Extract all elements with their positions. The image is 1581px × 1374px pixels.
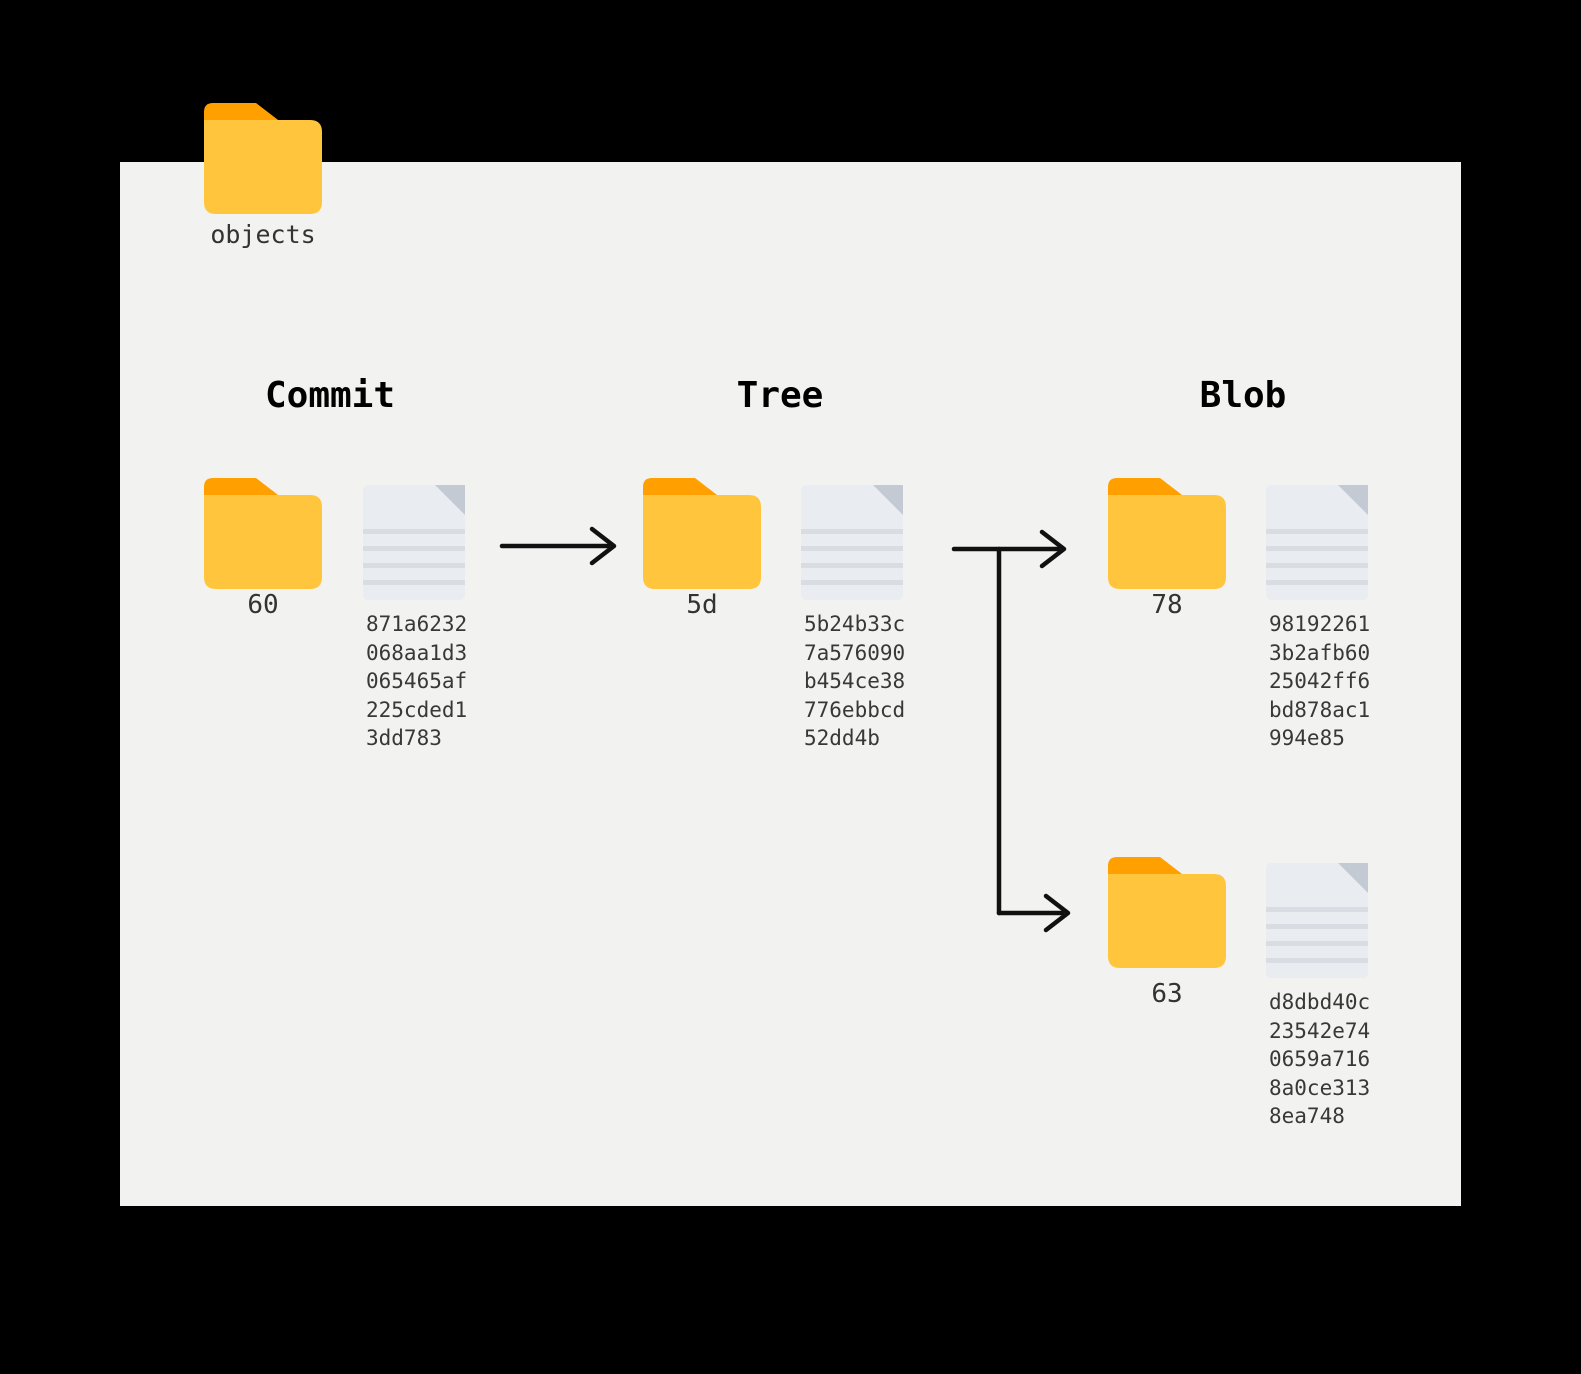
blob1-hash: 98192261 3b2afb60 25042ff6 bd878ac1 994e… xyxy=(1269,610,1370,753)
folder-body xyxy=(204,120,322,214)
doc-body xyxy=(801,485,903,600)
doc-line xyxy=(363,546,465,551)
blob1-document-icon xyxy=(1266,485,1368,600)
diagram-panel xyxy=(120,162,1461,1206)
hash-line: 7a576090 xyxy=(804,640,906,665)
hash-line: 0659a716 xyxy=(1269,1047,1371,1071)
doc-line xyxy=(1266,546,1368,551)
hash-line: 871a6232 xyxy=(366,612,468,636)
blob1-folder-label: 78 xyxy=(1151,590,1183,620)
doc-line xyxy=(363,580,465,585)
hash-line: d8dbd40c xyxy=(1269,990,1371,1014)
hash-line: b454ce38 xyxy=(804,669,906,693)
doc-line xyxy=(801,580,903,585)
hash-line: 065465af xyxy=(366,669,468,693)
hash-line: 8a0ce313 xyxy=(1269,1075,1371,1100)
hash-line: 98192261 xyxy=(1269,612,1371,636)
blob2-hash: d8dbd40c 23542e74 0659a716 8a0ce313 8ea7… xyxy=(1269,988,1370,1131)
folder-body xyxy=(1108,495,1226,589)
folder-tab xyxy=(643,478,721,498)
doc-line xyxy=(363,563,465,568)
doc-line xyxy=(801,529,903,534)
hash-line: 3dd783 xyxy=(366,726,442,750)
objects-folder-icon xyxy=(204,103,322,214)
commit-folder-icon xyxy=(204,478,322,589)
tree-hash: 5b24b33c 7a576090 b454ce38 776ebbcd 52dd… xyxy=(804,610,905,753)
commit-folder-label: 60 xyxy=(247,590,279,620)
hash-line: 23542e74 xyxy=(1269,1018,1371,1043)
doc-line xyxy=(1266,529,1368,534)
hash-line: 25042ff6 xyxy=(1269,669,1371,693)
folder-tab xyxy=(204,103,282,123)
folder-body xyxy=(204,495,322,589)
blob1-folder-icon xyxy=(1108,478,1226,589)
doc-line xyxy=(1266,580,1368,585)
column-title-tree: Tree xyxy=(736,375,824,416)
doc-fold-corner xyxy=(873,485,903,515)
folder-tab xyxy=(204,478,282,498)
doc-line xyxy=(1266,907,1368,912)
doc-line xyxy=(1266,563,1368,568)
doc-line xyxy=(801,546,903,551)
blob2-folder-label: 63 xyxy=(1151,979,1183,1009)
doc-line xyxy=(363,529,465,534)
commit-document-icon xyxy=(363,485,465,600)
blob2-folder-icon xyxy=(1108,857,1226,968)
hash-line: 52dd4b xyxy=(804,726,880,750)
commit-hash: 871a6232 068aa1d3 065465af 225cded1 3dd7… xyxy=(366,610,467,753)
column-title-blob: Blob xyxy=(1199,375,1287,416)
hash-line: 8ea748 xyxy=(1269,1104,1345,1128)
tree-folder-label: 5d xyxy=(686,590,718,620)
doc-line xyxy=(801,563,903,568)
doc-fold-corner xyxy=(1338,485,1368,515)
doc-line xyxy=(1266,958,1368,963)
hash-line: bd878ac1 xyxy=(1269,697,1371,722)
doc-body xyxy=(1266,863,1368,978)
doc-fold-corner xyxy=(1338,863,1368,893)
tree-folder-icon xyxy=(643,478,761,589)
folder-body xyxy=(643,495,761,589)
hash-line: 225cded1 xyxy=(366,697,468,722)
doc-body xyxy=(1266,485,1368,600)
doc-line xyxy=(1266,941,1368,946)
doc-body xyxy=(363,485,465,600)
folder-tab xyxy=(1108,478,1186,498)
doc-fold-corner xyxy=(435,485,465,515)
doc-line xyxy=(1266,924,1368,929)
hash-line: 5b24b33c xyxy=(804,612,906,636)
hash-line: 776ebbcd xyxy=(804,697,906,722)
folder-tab xyxy=(1108,857,1186,877)
objects-folder-label: objects xyxy=(210,220,316,249)
blob2-document-icon xyxy=(1266,863,1368,978)
hash-line: 3b2afb60 xyxy=(1269,640,1371,665)
hash-line: 068aa1d3 xyxy=(366,640,468,665)
tree-document-icon xyxy=(801,485,903,600)
hash-line: 994e85 xyxy=(1269,726,1345,750)
folder-body xyxy=(1108,874,1226,968)
column-title-commit: Commit xyxy=(264,375,396,416)
